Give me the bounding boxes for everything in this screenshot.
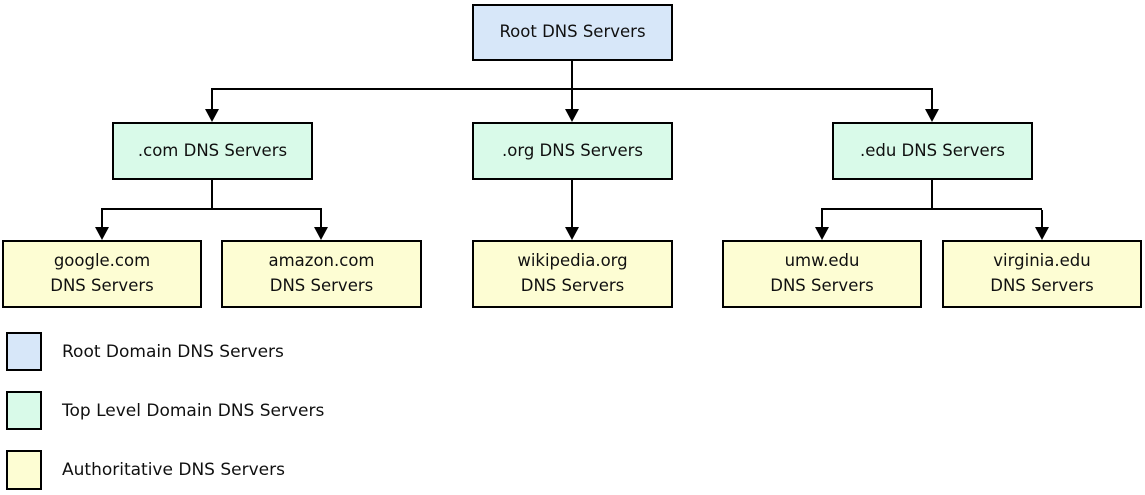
node-edu-dns-servers: .edu DNS Servers	[832, 122, 1033, 180]
node-edu-label: .edu DNS Servers	[859, 140, 1006, 160]
arrowhead-com	[205, 109, 219, 122]
arrowhead-umw	[815, 227, 829, 240]
node-umw-label-line2: DNS Servers	[770, 276, 874, 295]
node-org-dns-servers: .org DNS Servers	[472, 122, 673, 180]
node-umw-edu-dns-servers: umw.edu DNS Servers	[722, 240, 922, 308]
legend-label-root-domain: Root Domain DNS Servers	[62, 341, 284, 362]
node-com-label: .com DNS Servers	[137, 140, 288, 160]
node-root-label: Root DNS Servers	[499, 22, 646, 42]
node-amazon-label-line1: amazon.com	[268, 251, 375, 271]
edge-bus-to-google	[101, 210, 103, 228]
edge-bus-to-com	[211, 90, 213, 110]
edge-edu-bus	[821, 208, 1042, 210]
node-amazon-label-line2: DNS Servers	[269, 276, 374, 295]
node-virginia-edu-dns-servers: virginia.edu DNS Servers	[942, 240, 1142, 308]
arrowhead-google	[95, 227, 109, 240]
edge-bus-to-edu	[931, 90, 933, 110]
node-com-dns-servers: .com DNS Servers	[112, 122, 313, 180]
arrowhead-org	[565, 109, 579, 122]
node-virginia-label-line2: DNS Servers	[990, 276, 1094, 295]
node-virginia-label-line1: virginia.edu	[993, 251, 1091, 271]
node-google-label-line2: DNS Servers	[50, 276, 154, 295]
legend-swatch-authoritative	[6, 450, 42, 490]
arrowhead-edu	[925, 109, 939, 122]
legend-swatch-root-domain	[6, 332, 42, 371]
node-wikipedia-label-line1: wikipedia.org	[517, 251, 628, 271]
legend-swatch-top-level-domain	[6, 391, 42, 430]
edge-com-drop	[211, 180, 213, 210]
node-umw-label-line1: umw.edu	[784, 251, 860, 271]
edge-com-bus	[101, 208, 322, 210]
legend-label-top-level-domain: Top Level Domain DNS Servers	[62, 400, 325, 421]
edge-bus-to-umw	[821, 210, 823, 228]
edge-org-drop	[571, 180, 573, 228]
node-root-dns-servers: Root DNS Servers	[472, 4, 673, 61]
legend-label-authoritative: Authoritative DNS Servers	[62, 460, 285, 480]
node-wikipedia-org-dns-servers: wikipedia.org DNS Servers	[472, 240, 673, 308]
edge-root-drop	[571, 60, 573, 89]
arrowhead-wikipedia	[565, 227, 579, 240]
node-org-label: .org DNS Servers	[501, 140, 644, 160]
node-google-com-dns-servers: google.com DNS Servers	[2, 240, 202, 308]
edge-bus-to-virginia	[1041, 210, 1043, 228]
node-wikipedia-label-line2: DNS Servers	[520, 276, 625, 295]
edge-top-bus	[211, 88, 933, 90]
edge-bus-to-org	[571, 90, 573, 110]
edge-edu-drop	[931, 180, 933, 210]
arrowhead-virginia	[1035, 227, 1049, 240]
arrowhead-amazon	[314, 227, 328, 240]
node-google-label-line1: google.com	[53, 251, 151, 271]
node-amazon-com-dns-servers: amazon.com DNS Servers	[221, 240, 422, 308]
edge-bus-to-amazon	[320, 210, 322, 228]
